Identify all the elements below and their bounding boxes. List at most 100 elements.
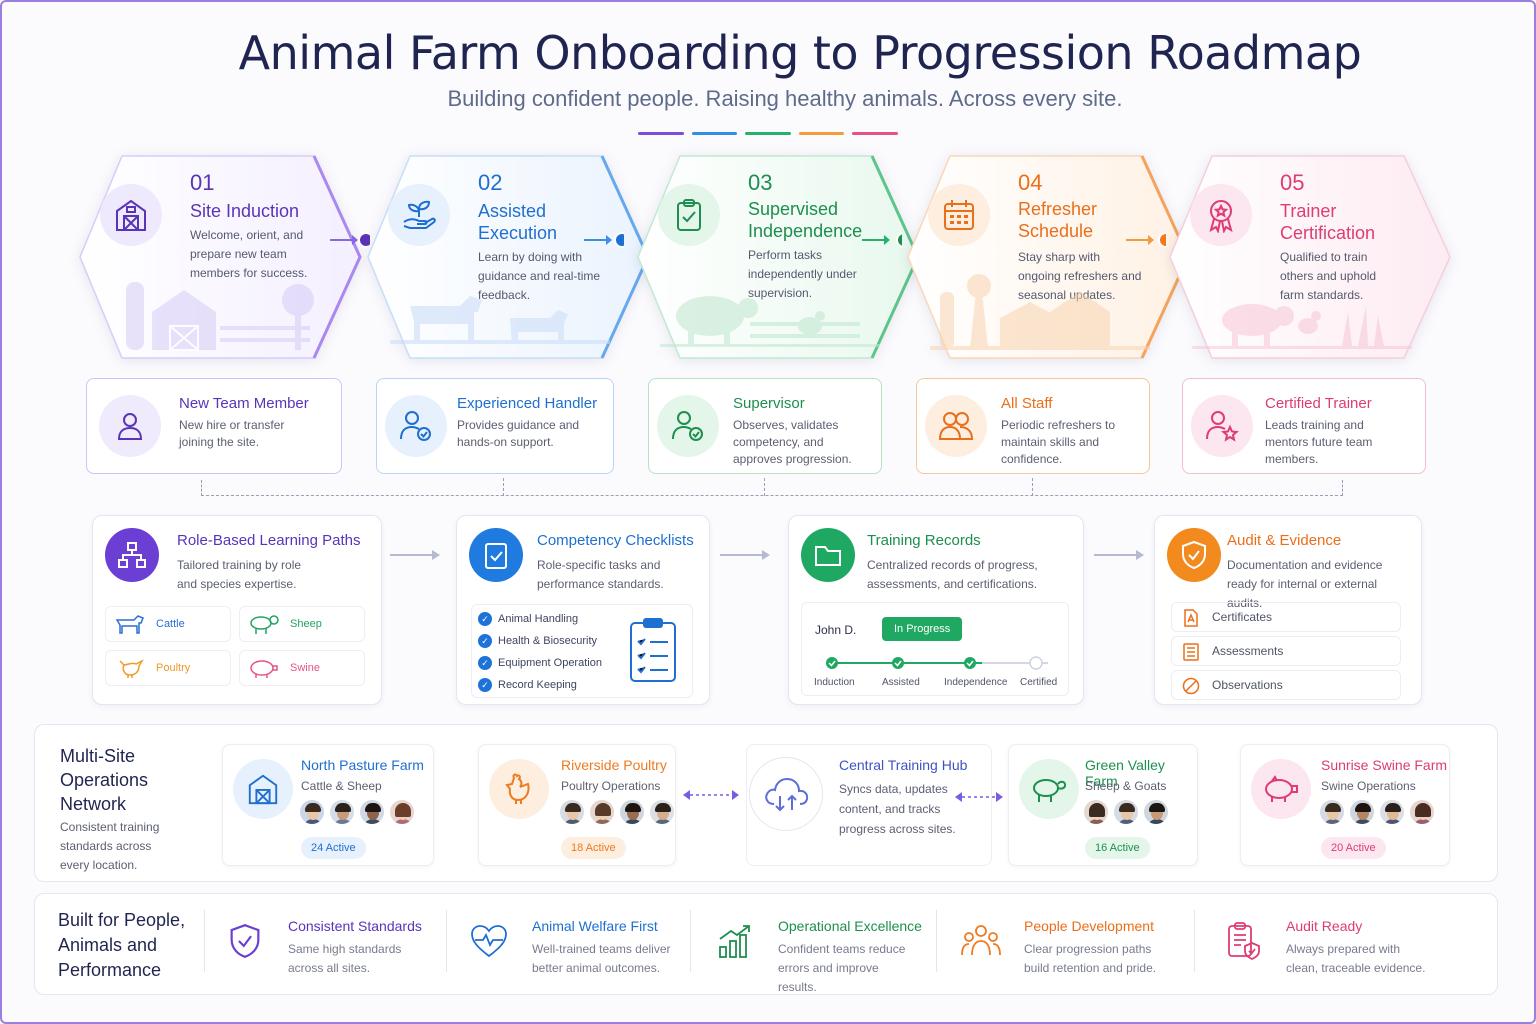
step-site-induction[interactable]: 01 Site Induction Welcome, orient, and p… bbox=[78, 154, 362, 360]
training-records-card[interactable]: Training Records Centralized records of … bbox=[788, 515, 1084, 705]
farm-card-north-pasture[interactable]: North Pasture Farm Cattle & Sheep 24 Act… bbox=[222, 744, 434, 866]
value-title: Consistent Standards bbox=[288, 918, 422, 934]
card-title: Training Records bbox=[867, 532, 981, 549]
step-number: 01 bbox=[190, 170, 215, 195]
divider bbox=[204, 910, 205, 972]
flow-arrow bbox=[390, 550, 440, 560]
species-chip-swine[interactable]: Swine bbox=[239, 650, 365, 686]
step-trainer-certification[interactable]: 05 Trainer Certification Qualified to tr… bbox=[1168, 154, 1452, 360]
competency-checklists-card[interactable]: Competency Checklists Role-specific task… bbox=[456, 515, 710, 705]
checklist-item[interactable]: ✓Equipment Operation bbox=[478, 656, 602, 670]
value-people-development: People Development Clear progression pat… bbox=[956, 910, 1186, 982]
record-panel: John D. In Progress Induction Assisted I… bbox=[801, 602, 1069, 696]
learning-paths-card[interactable]: Role-Based Learning Paths Tailored train… bbox=[92, 515, 382, 705]
role-description: New hire or transfer joining the site. bbox=[179, 418, 285, 449]
farm-type: Sheep & Goats bbox=[1085, 779, 1167, 793]
role-description: Leads training and mentors future team m… bbox=[1265, 418, 1373, 466]
role-card-experienced-handler[interactable]: Experienced Handler Provides guidance an… bbox=[376, 378, 614, 474]
sync-arrow bbox=[955, 792, 1003, 802]
active-count-badge: 18 Active bbox=[561, 837, 626, 859]
sheep-scene-illustration bbox=[660, 296, 880, 347]
step-connector-arrow bbox=[1126, 232, 1166, 248]
step-number: 02 bbox=[478, 170, 503, 195]
farm-card-riverside-poultry[interactable]: Riverside Poultry Poultry Operations 18 … bbox=[478, 744, 676, 866]
audit-item-assessments[interactable]: Assessments bbox=[1171, 636, 1401, 666]
species-chip-sheep[interactable]: Sheep bbox=[239, 606, 365, 642]
farm-card-green-valley[interactable]: Green Valley Farm Sheep & Goats 16 Activ… bbox=[1008, 744, 1198, 866]
hierarchy-icon bbox=[105, 528, 159, 582]
farm-card-sunrise-swine[interactable]: Sunrise Swine Farm Swine Operations 20 A… bbox=[1240, 744, 1450, 866]
value-operational-excellence: Operational Excellence Confident teams r… bbox=[710, 910, 940, 994]
value-audit-ready: Audit Ready Always prepared with clean, … bbox=[1218, 910, 1458, 982]
audit-item-certificates[interactable]: Certificates bbox=[1171, 602, 1401, 632]
avatar bbox=[1409, 799, 1435, 825]
role-title: All Staff bbox=[1001, 395, 1053, 412]
accent-dash bbox=[798, 132, 845, 135]
record-person-name: John D. bbox=[815, 623, 857, 637]
farm-name: North Pasture Farm bbox=[301, 757, 424, 773]
farm-name: Green Valley Farm bbox=[1085, 757, 1165, 789]
checklist-item[interactable]: ✓Record Keeping bbox=[478, 678, 577, 692]
page-title: Animal Farm Onboarding to Progression Ro… bbox=[238, 26, 1362, 80]
stage-label: Independence bbox=[944, 677, 1008, 688]
users-icon bbox=[925, 395, 987, 457]
step-title: Trainer Certification bbox=[1280, 201, 1376, 243]
windmill-scene-illustration bbox=[930, 274, 1150, 350]
role-card-supervisor[interactable]: Supervisor Observes, validates competenc… bbox=[648, 378, 882, 474]
calendar-icon bbox=[928, 184, 990, 246]
card-title: Competency Checklists bbox=[537, 532, 694, 549]
value-description: Same high standards across all sites. bbox=[288, 942, 402, 975]
step-refresher-schedule[interactable]: 04 Refresher Schedule Stay sharp with on… bbox=[906, 154, 1190, 360]
sprout-hand-icon bbox=[388, 184, 450, 246]
accent-dash bbox=[691, 132, 738, 135]
role-title: Certified Trainer bbox=[1265, 395, 1372, 412]
divider bbox=[690, 910, 691, 972]
heart-pulse-icon bbox=[464, 916, 514, 966]
divider bbox=[446, 910, 447, 972]
check-icon: ✓ bbox=[478, 634, 492, 648]
audit-item-label: Certificates bbox=[1212, 610, 1273, 624]
value-consistent-standards: Consistent Standards Same high standards… bbox=[220, 910, 450, 982]
role-title: New Team Member bbox=[179, 395, 309, 412]
species-chip-cattle[interactable]: Cattle bbox=[105, 606, 231, 642]
audit-item-observations[interactable]: Observations bbox=[1171, 670, 1401, 700]
avatar bbox=[649, 799, 675, 825]
checklist-icon bbox=[469, 528, 523, 582]
stage-label: Induction bbox=[814, 677, 855, 688]
check-icon: ✓ bbox=[478, 612, 492, 626]
central-training-hub-card[interactable]: Central Training Hub Syncs data, updates… bbox=[746, 744, 992, 866]
value-description: Confident teams reduce errors and improv… bbox=[778, 942, 906, 994]
step-title: Refresher Schedule bbox=[1018, 199, 1098, 241]
farm-name: Sunrise Swine Farm bbox=[1321, 757, 1448, 773]
accent-dash bbox=[852, 132, 898, 135]
avatar bbox=[1379, 799, 1405, 825]
bracket-tick bbox=[1032, 478, 1033, 496]
role-card-all-staff[interactable]: All Staff Periodic refreshers to maintai… bbox=[916, 378, 1150, 474]
step-supervised-independence[interactable]: 03 Supervised Independence Perform tasks… bbox=[636, 154, 920, 360]
avatar-group bbox=[1083, 799, 1169, 825]
checklist-item-label: Equipment Operation bbox=[498, 657, 602, 669]
divider bbox=[936, 910, 937, 972]
checklist-item[interactable]: ✓Health & Biosecurity bbox=[478, 634, 597, 648]
role-card-certified-trainer[interactable]: Certified Trainer Leads training and men… bbox=[1182, 378, 1426, 474]
role-title: Supervisor bbox=[733, 395, 805, 412]
role-description: Provides guidance and hands-on support. bbox=[457, 418, 580, 449]
step-description: Stay sharp with ongoing refreshers and s… bbox=[1018, 250, 1142, 302]
step-assisted-execution[interactable]: 02 Assisted Execution Learn by doing wit… bbox=[366, 154, 650, 360]
farm-scene-illustration bbox=[126, 282, 314, 351]
user-check-icon bbox=[385, 395, 447, 457]
role-card-new-team-member[interactable]: New Team Member New hire or transfer joi… bbox=[86, 378, 342, 474]
species-chip-poultry[interactable]: Poultry bbox=[105, 650, 231, 686]
value-description: Always prepared with clean, traceable ev… bbox=[1286, 942, 1426, 975]
user-check-icon bbox=[657, 395, 719, 457]
people-icon bbox=[956, 916, 1006, 966]
chart-up-icon bbox=[710, 916, 760, 966]
checklist-item[interactable]: ✓Animal Handling bbox=[478, 612, 578, 626]
step-title: Assisted Execution bbox=[478, 201, 558, 243]
accent-dashes bbox=[638, 132, 898, 136]
hub-title: Central Training Hub bbox=[839, 757, 968, 773]
card-title: Audit & Evidence bbox=[1227, 532, 1342, 549]
avatar bbox=[1319, 799, 1345, 825]
avatar bbox=[1113, 799, 1139, 825]
audit-evidence-card[interactable]: Audit & Evidence Documentation and evide… bbox=[1154, 515, 1422, 705]
